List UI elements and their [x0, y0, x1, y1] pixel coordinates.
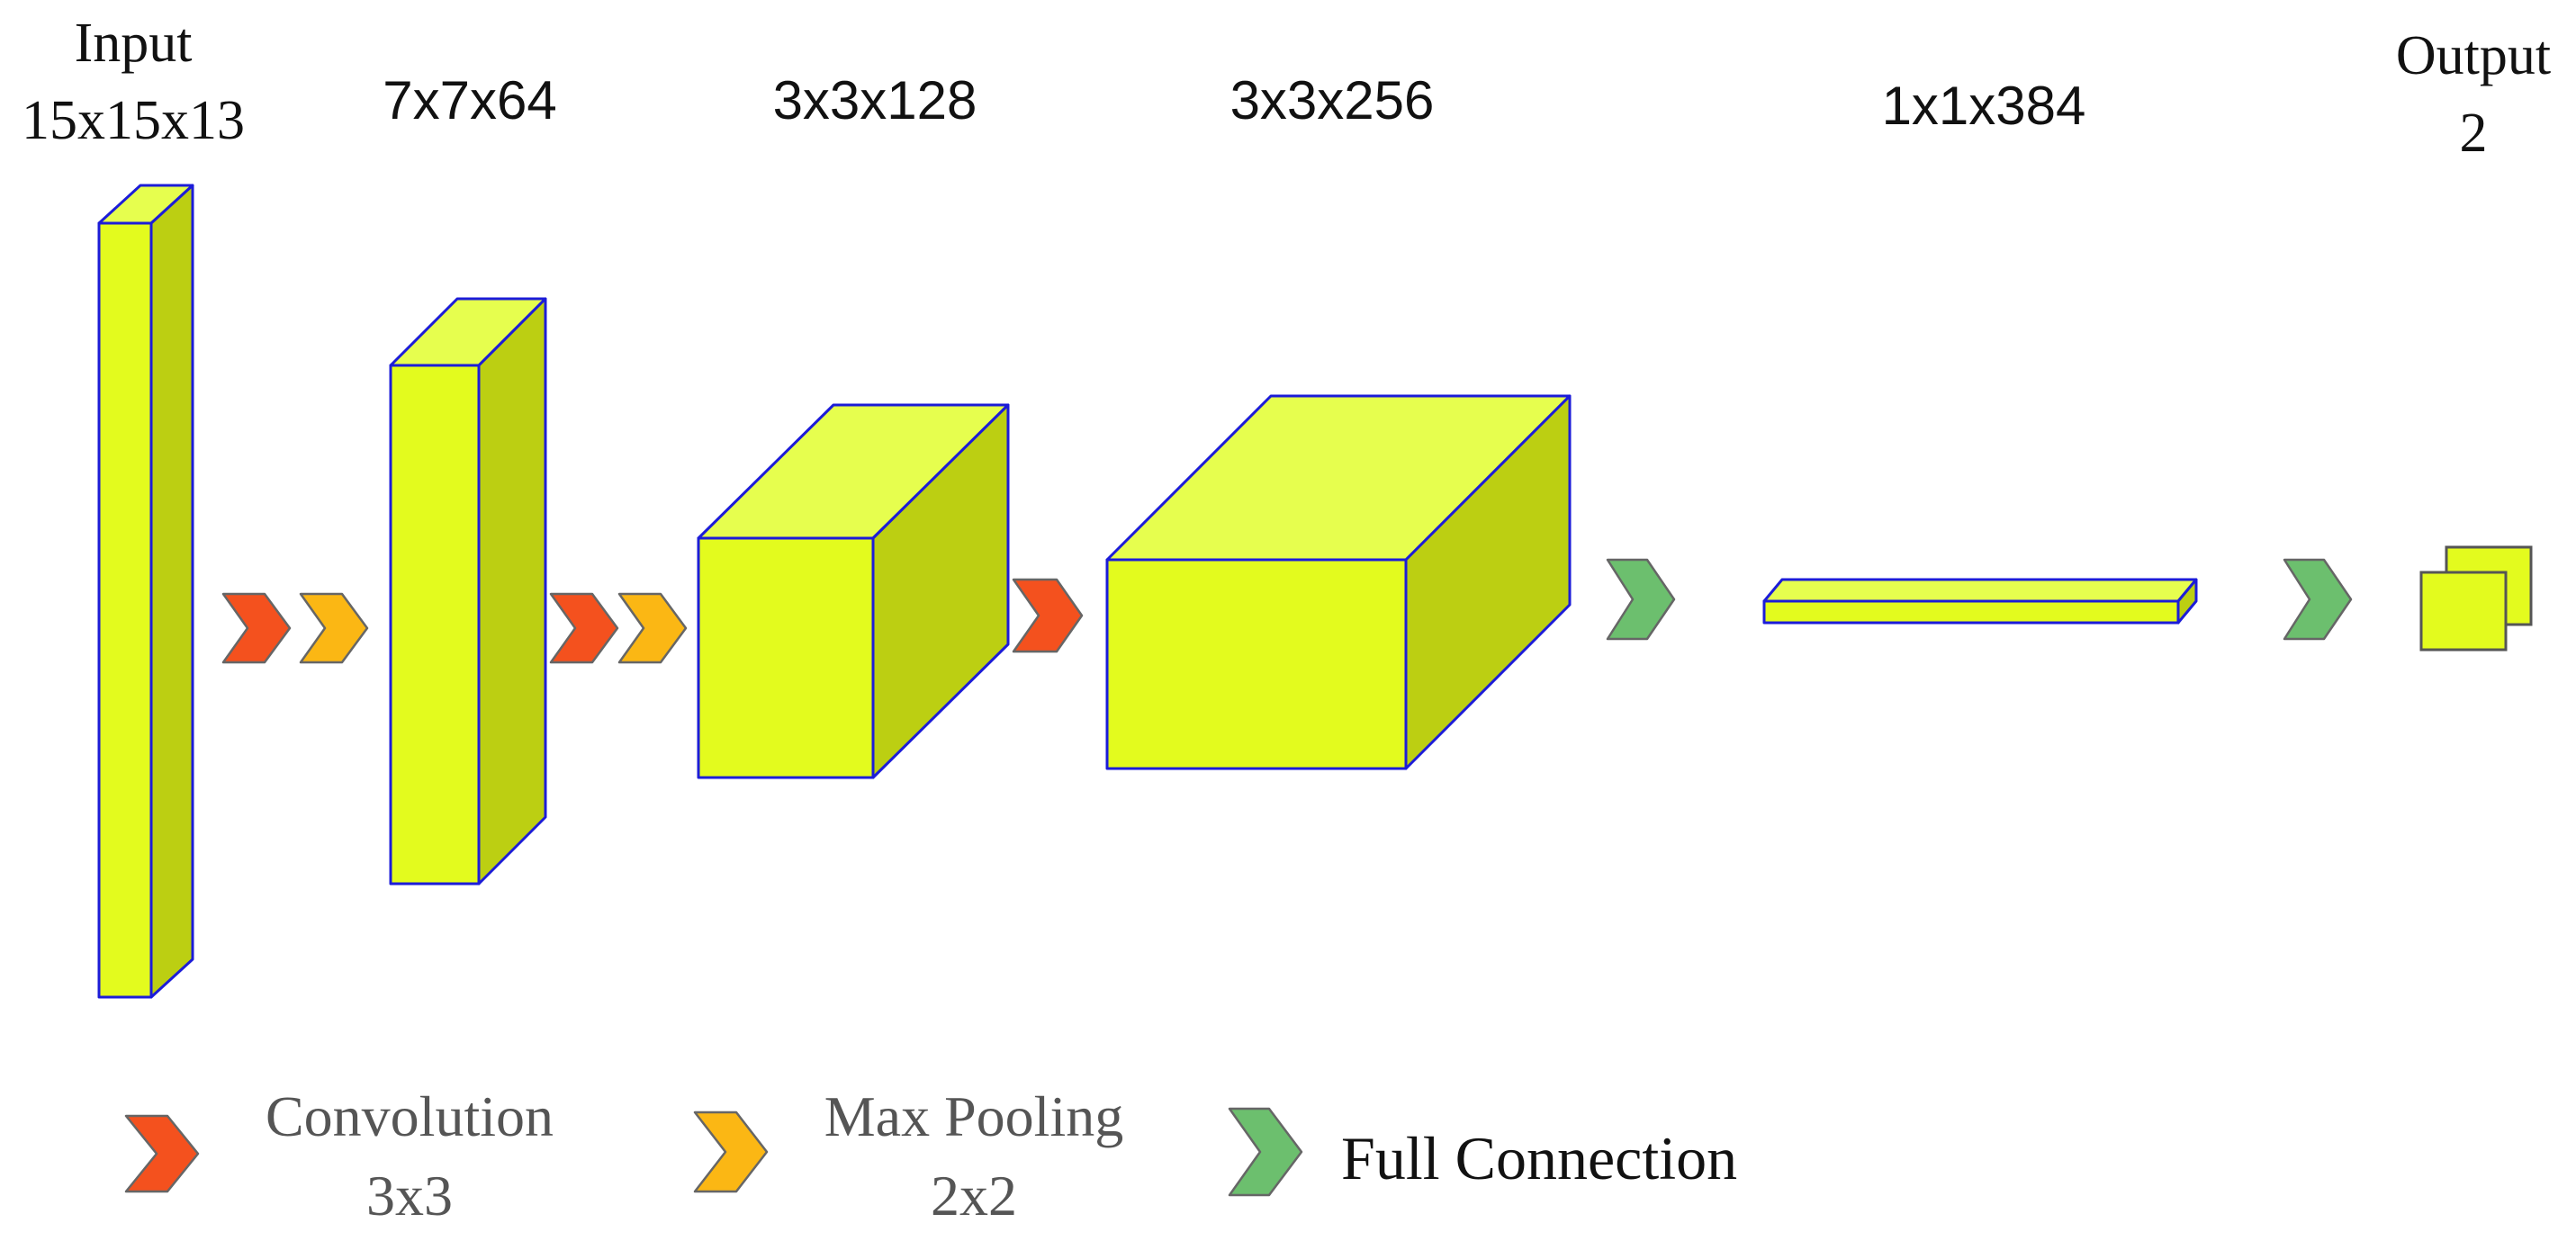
layer1-dims: 7x7x64: [383, 70, 556, 130]
layer1-block: [389, 297, 547, 886]
layer3-dims: 3x3x256: [1230, 70, 1435, 130]
legend-max-pooling-icon: [693, 1111, 769, 1193]
conv-arrow-3: [1012, 578, 1084, 653]
conv-arrow-2: [549, 592, 619, 664]
fc-layer-dims: 1x1x384: [1882, 76, 2086, 136]
input-block: [97, 184, 194, 999]
legend-max-pooling-name: Max Pooling: [824, 1084, 1123, 1148]
pool-arrow-1: [299, 592, 369, 664]
legend-convolution-name: Convolution: [266, 1084, 554, 1148]
fc-arrow-1: [1606, 558, 1676, 641]
output-layer-title: Output: [2396, 25, 2551, 86]
conv-arrow-1: [221, 592, 292, 664]
legend-full-connection-name: Full Connection: [1341, 1124, 1737, 1192]
output-block: [2419, 545, 2533, 652]
fc-block: [1762, 578, 2198, 625]
output-layer-dims: 2: [2460, 103, 2488, 164]
layer2-dims: 3x3x128: [773, 70, 977, 130]
pool-arrow-2: [617, 592, 688, 664]
legend-convolution-icon: [124, 1114, 200, 1193]
layer3-block: [1105, 394, 1572, 770]
legend-convolution-size: 3x3: [366, 1164, 453, 1228]
fc-arrow-2: [2283, 558, 2353, 641]
legend-max-pooling-size: 2x2: [931, 1164, 1017, 1228]
input-layer-dims: 15x15x13: [22, 90, 245, 151]
legend: Convolution 3x3 Max Pooling 2x2 Full Con…: [124, 1084, 1737, 1228]
legend-full-connection-icon: [1228, 1107, 1303, 1197]
layer2-block: [697, 403, 1010, 779]
input-layer-title: Input: [75, 13, 193, 74]
